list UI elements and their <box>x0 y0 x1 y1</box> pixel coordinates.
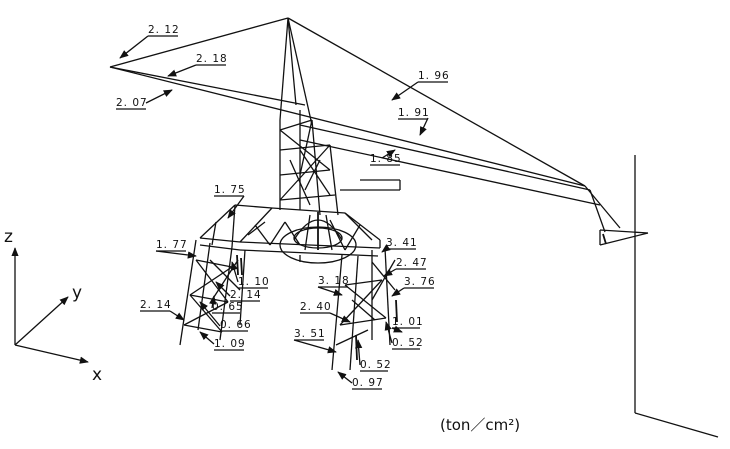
leader-arrow <box>381 244 391 253</box>
leader-arrow <box>215 281 231 297</box>
leader-arrow <box>419 117 429 136</box>
stress-value: 2. 14 <box>230 289 262 301</box>
leader-arrow <box>391 81 419 101</box>
stress-value: 1. 85 <box>370 153 402 165</box>
leader-arrow <box>167 64 197 77</box>
leader-arrow <box>230 261 239 283</box>
base-frame <box>199 204 381 257</box>
turntable <box>279 212 357 264</box>
leader-arrow <box>145 89 173 104</box>
leader-arrow <box>329 312 351 323</box>
leader-arrow <box>337 371 353 384</box>
stress-value: 2. 07 <box>116 97 148 109</box>
stress-value: 2. 12 <box>148 24 180 36</box>
leader-arrow <box>227 195 245 219</box>
stress-value: 0. 52 <box>360 359 392 371</box>
leader-arrow <box>293 339 337 354</box>
unit-label: (ton／cm²) <box>440 416 520 434</box>
leader-arrow <box>391 325 403 333</box>
leader-arrow <box>199 301 221 327</box>
leader-arrow <box>119 35 149 59</box>
stress-value: 1. 91 <box>398 107 430 119</box>
x-axis-label: x <box>92 365 102 385</box>
z-axis-label: z <box>4 227 13 247</box>
leader-arrow <box>381 149 396 159</box>
leader-arrow <box>209 295 217 309</box>
jib-truss <box>109 17 649 246</box>
y-axis-label: y <box>72 283 82 303</box>
stress-value: 1. 77 <box>156 239 188 251</box>
stress-value: 3. 41 <box>386 237 418 249</box>
stress-value: 2. 14 <box>140 299 172 311</box>
stress-value: 0. 66 <box>220 319 252 331</box>
leader-arrow <box>384 321 393 344</box>
stress-value: 1. 01 <box>392 316 424 328</box>
stress-value: 1. 10 <box>238 276 270 288</box>
leader-arrow <box>199 331 215 345</box>
leader-arrow <box>155 250 197 259</box>
stress-value: 1. 09 <box>214 338 246 350</box>
stress-value: 2. 40 <box>300 301 332 313</box>
stress-value: 0. 65 <box>212 301 244 313</box>
stress-value: 1. 75 <box>214 184 246 196</box>
right-legs <box>331 247 398 371</box>
wall-line <box>634 155 719 438</box>
stress-value: 2. 18 <box>196 53 228 65</box>
stress-value: 0. 97 <box>352 377 384 389</box>
leader-arrow <box>355 339 363 366</box>
stress-value: 3. 18 <box>318 275 350 287</box>
stress-value: 2. 47 <box>396 257 428 269</box>
leader-arrow <box>169 310 185 321</box>
leader-arrow <box>391 287 405 297</box>
stress-value: 0. 52 <box>392 337 424 349</box>
mast-truss <box>279 110 339 216</box>
stress-labels: 2. 12 2. 18 2. 07 1. 96 1. 91 1. 85 1. 75 1. 77… <box>116 24 450 390</box>
stress-value: 3. 51 <box>294 328 326 340</box>
stress-value: 1. 96 <box>418 70 450 82</box>
stress-value: 3. 76 <box>404 276 436 288</box>
leader-arrow <box>383 268 397 277</box>
coordinate-axes: z y x <box>4 227 102 385</box>
leader-arrow <box>317 286 343 296</box>
